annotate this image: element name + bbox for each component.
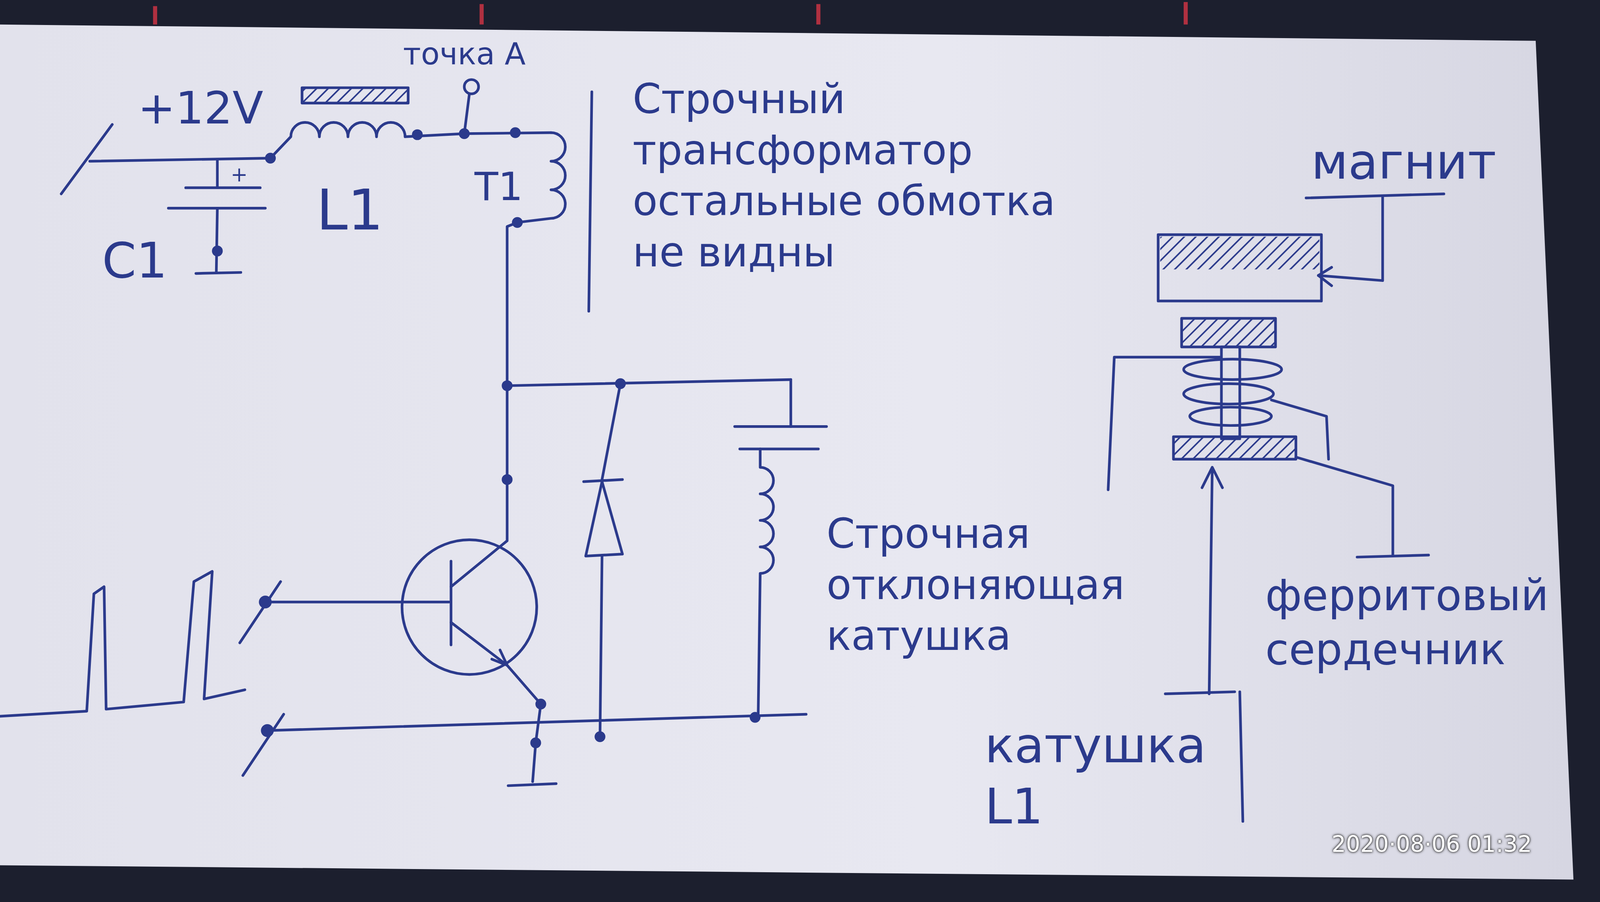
coil-turn <box>1183 383 1274 404</box>
ground-symbol <box>508 783 557 786</box>
transformer-core <box>588 91 593 312</box>
wire <box>535 703 541 743</box>
part-name: магнит <box>1311 130 1497 192</box>
wire <box>216 207 218 272</box>
leader-line <box>1318 195 1383 281</box>
timestamp-watermark: 2020·08·06 01:32 <box>1331 830 1533 859</box>
wire <box>601 383 621 480</box>
capacitor-plate <box>185 186 261 190</box>
wire <box>789 379 793 427</box>
coil-lead <box>1271 399 1329 459</box>
pulse-waveform <box>0 571 245 716</box>
leader-line <box>1209 469 1213 694</box>
part-name: T1 <box>474 163 524 212</box>
wire <box>464 93 470 134</box>
deflection-coil-symbol <box>758 448 774 718</box>
test-point <box>464 79 479 94</box>
transistor-symbol <box>401 539 537 675</box>
wire <box>267 600 450 604</box>
capacitor-plate <box>739 447 819 451</box>
leader-line <box>1165 691 1235 694</box>
ferrite-core <box>1181 318 1276 347</box>
wire <box>215 160 219 187</box>
leader-line <box>1357 554 1429 557</box>
leader-arrow <box>1201 467 1223 488</box>
terminal-tick <box>242 713 284 775</box>
transistor-emitter <box>451 622 541 704</box>
part-name: ферритовый сердечник <box>1265 569 1562 677</box>
coil-lead <box>1108 357 1221 490</box>
leader-line <box>1296 456 1393 556</box>
polarity-mark: + <box>230 164 248 185</box>
part-name: C1 <box>101 229 168 291</box>
part-name: катушка L1 <box>984 713 1230 837</box>
wire <box>507 379 791 386</box>
note-text: Строчный трансформатор остальные обмотка… <box>632 73 1113 278</box>
transistor-base <box>449 561 453 645</box>
emitter-arrow <box>491 649 508 666</box>
top-marks <box>153 1 1188 25</box>
magnet-hatch <box>1160 236 1320 270</box>
ferrite-core <box>1173 436 1297 460</box>
wire <box>532 742 536 782</box>
ferrite-core-symbol <box>301 87 408 104</box>
inductor-symbol <box>270 122 551 158</box>
coil-turn <box>1183 359 1282 380</box>
voltage-label: +12V <box>137 79 264 136</box>
transistor-collector <box>451 479 508 587</box>
terminal-tick <box>239 581 281 643</box>
leader-line <box>1305 193 1444 198</box>
coil-turn <box>1189 406 1272 425</box>
terminal-tick <box>61 124 113 195</box>
note-text: Строчная отклоняющая катушка <box>826 507 1154 662</box>
magnet <box>1158 234 1322 301</box>
wire <box>600 555 602 737</box>
capacitor-plate <box>734 425 827 428</box>
bracket-line <box>1239 691 1243 822</box>
paper-sheet <box>0 24 1574 880</box>
leader-arrow <box>1318 267 1332 286</box>
part-name: L1 <box>316 175 384 246</box>
diode-symbol <box>585 481 623 556</box>
ground-symbol <box>196 272 241 274</box>
wire <box>89 157 271 162</box>
test-point-label: точка A <box>403 34 526 73</box>
